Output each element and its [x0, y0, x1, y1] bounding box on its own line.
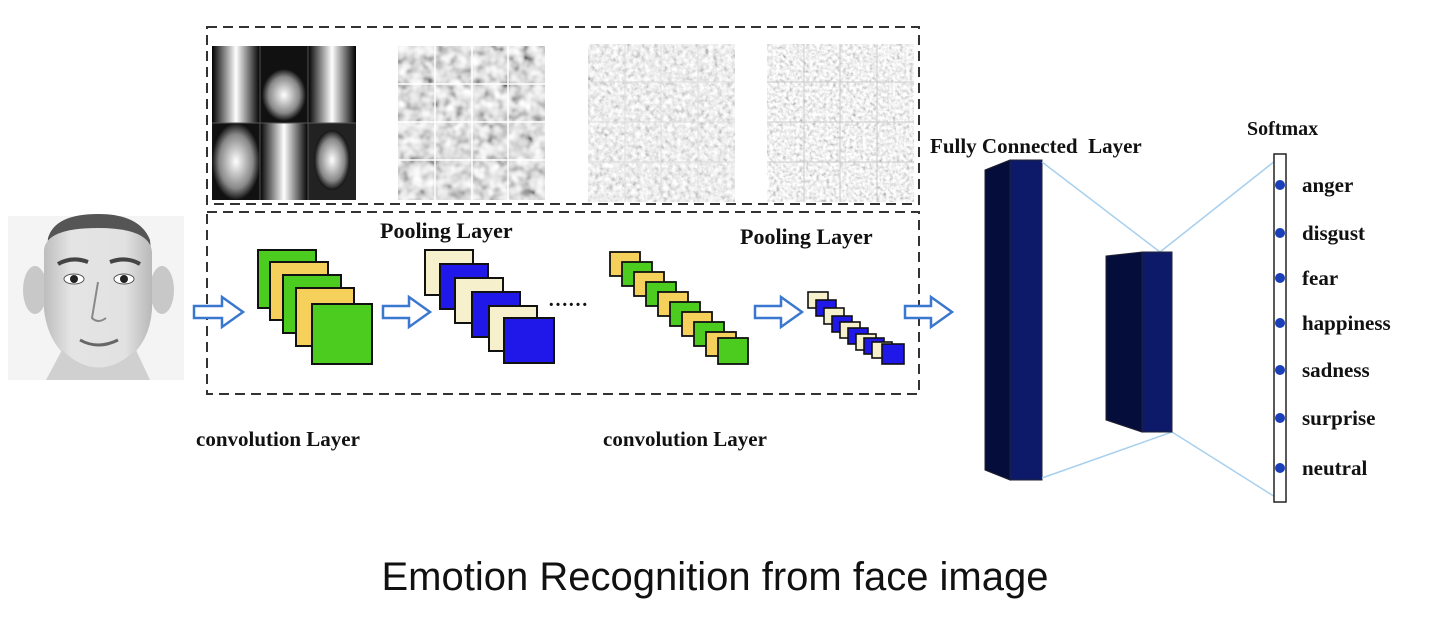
- fully-connected-layer-2: [1105, 251, 1173, 433]
- emotion-label-disgust: disgust: [1302, 221, 1365, 245]
- face-photo: [8, 214, 184, 380]
- emotion-label-surprise: surprise: [1302, 406, 1376, 430]
- right-arrow-icon: [192, 294, 246, 330]
- emotion-label-anger: anger: [1302, 173, 1353, 197]
- convolution-stack-2: [609, 251, 749, 365]
- feature-map-panel-1: [212, 46, 356, 200]
- fully-connected-layer-label: Fully Connected Layer: [930, 134, 1142, 158]
- emotion-label-neutral: neutral: [1302, 456, 1367, 480]
- figure-caption: Emotion Recognition from face image: [382, 555, 1049, 599]
- softmax-node: [1275, 228, 1285, 238]
- right-arrow-icon: [753, 294, 805, 330]
- feature-map-panel-3: [588, 44, 735, 202]
- feature-map-panel-2: [398, 46, 545, 200]
- right-arrow-icon: [903, 294, 955, 330]
- right-arrow-icon: [381, 294, 433, 330]
- feature-maps-dashed-box: [206, 26, 920, 205]
- softmax-label: Softmax: [1247, 118, 1318, 140]
- softmax-node: [1275, 180, 1285, 190]
- softmax-node: [1275, 273, 1285, 283]
- softmax-node: [1275, 413, 1285, 423]
- emotion-list: anger disgust fear happiness sadness surprise…: [1275, 173, 1391, 480]
- pooling-stack-1: [424, 249, 555, 364]
- pooling-layer-label-1: Pooling Layer: [380, 218, 513, 243]
- convolution-stack-1: [257, 249, 373, 365]
- softmax-node: [1275, 365, 1285, 375]
- pooling-layer-label-2: Pooling Layer: [740, 224, 873, 249]
- emotion-label-sadness: sadness: [1302, 358, 1370, 382]
- ellipsis-dots: ……: [548, 289, 588, 311]
- fully-connected-layer-1: [984, 159, 1043, 481]
- pooling-stack-2: [807, 291, 905, 365]
- emotion-label-happiness: happiness: [1302, 311, 1391, 335]
- feature-map-panel-4: [767, 44, 914, 202]
- convolution-layer-label-1: convolution Layer: [196, 427, 360, 451]
- softmax-node: [1275, 463, 1285, 473]
- layers-dashed-box: [206, 211, 920, 395]
- convolution-layer-label-2: convolution Layer: [603, 427, 767, 451]
- fc-connector-lines: [1041, 156, 1281, 501]
- softmax-node: [1275, 318, 1285, 328]
- emotion-label-fear: fear: [1302, 266, 1338, 290]
